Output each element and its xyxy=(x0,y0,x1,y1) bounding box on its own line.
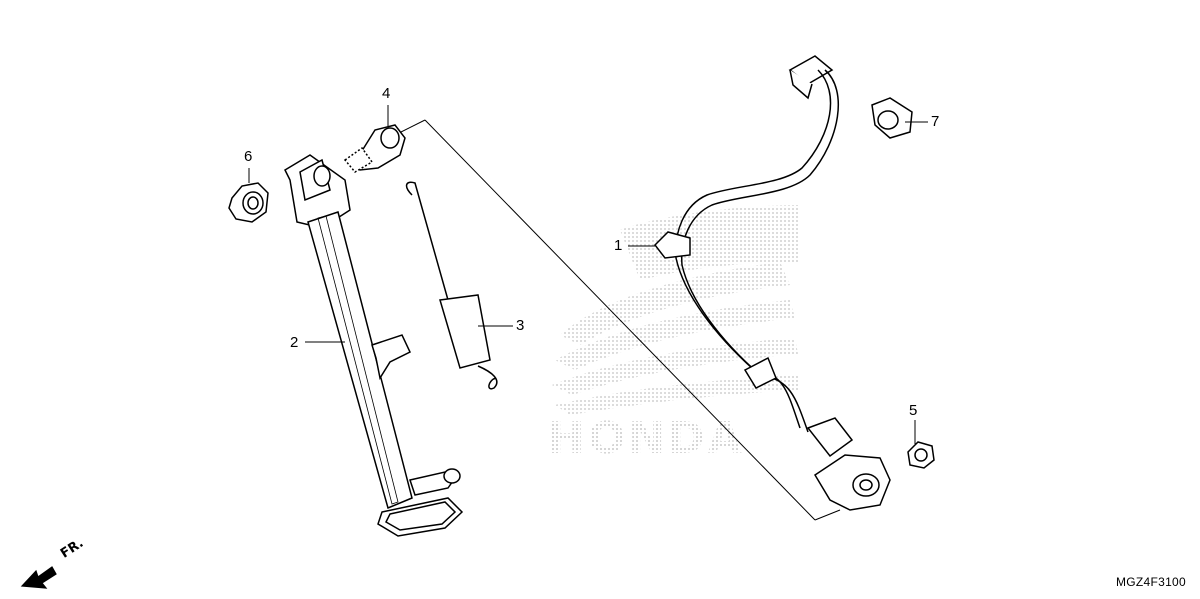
front-direction-arrow-icon xyxy=(20,566,57,589)
return-spring-part-3 xyxy=(405,181,498,390)
switch-harness-part-1 xyxy=(654,55,891,511)
side-stand-part-2 xyxy=(284,154,464,537)
callout-leaders xyxy=(248,105,928,444)
callout-6: 6 xyxy=(244,148,253,165)
honda-watermark-text: HONDA xyxy=(548,413,745,464)
callout-4: 4 xyxy=(382,85,391,102)
callout-1: 1 xyxy=(614,237,623,254)
pivot-bolt-part-4 xyxy=(343,124,406,173)
bolt-part-5 xyxy=(907,441,935,469)
svg-text:HONDA: HONDA xyxy=(548,413,745,464)
callout-3: 3 xyxy=(516,317,525,334)
diagram-code: MGZ4F3100 xyxy=(1115,575,1186,589)
callout-5: 5 xyxy=(909,402,918,419)
nut-part-6 xyxy=(228,182,269,223)
callout-7: 7 xyxy=(931,113,940,130)
cap-part-7 xyxy=(871,97,913,139)
callout-2: 2 xyxy=(290,334,299,351)
